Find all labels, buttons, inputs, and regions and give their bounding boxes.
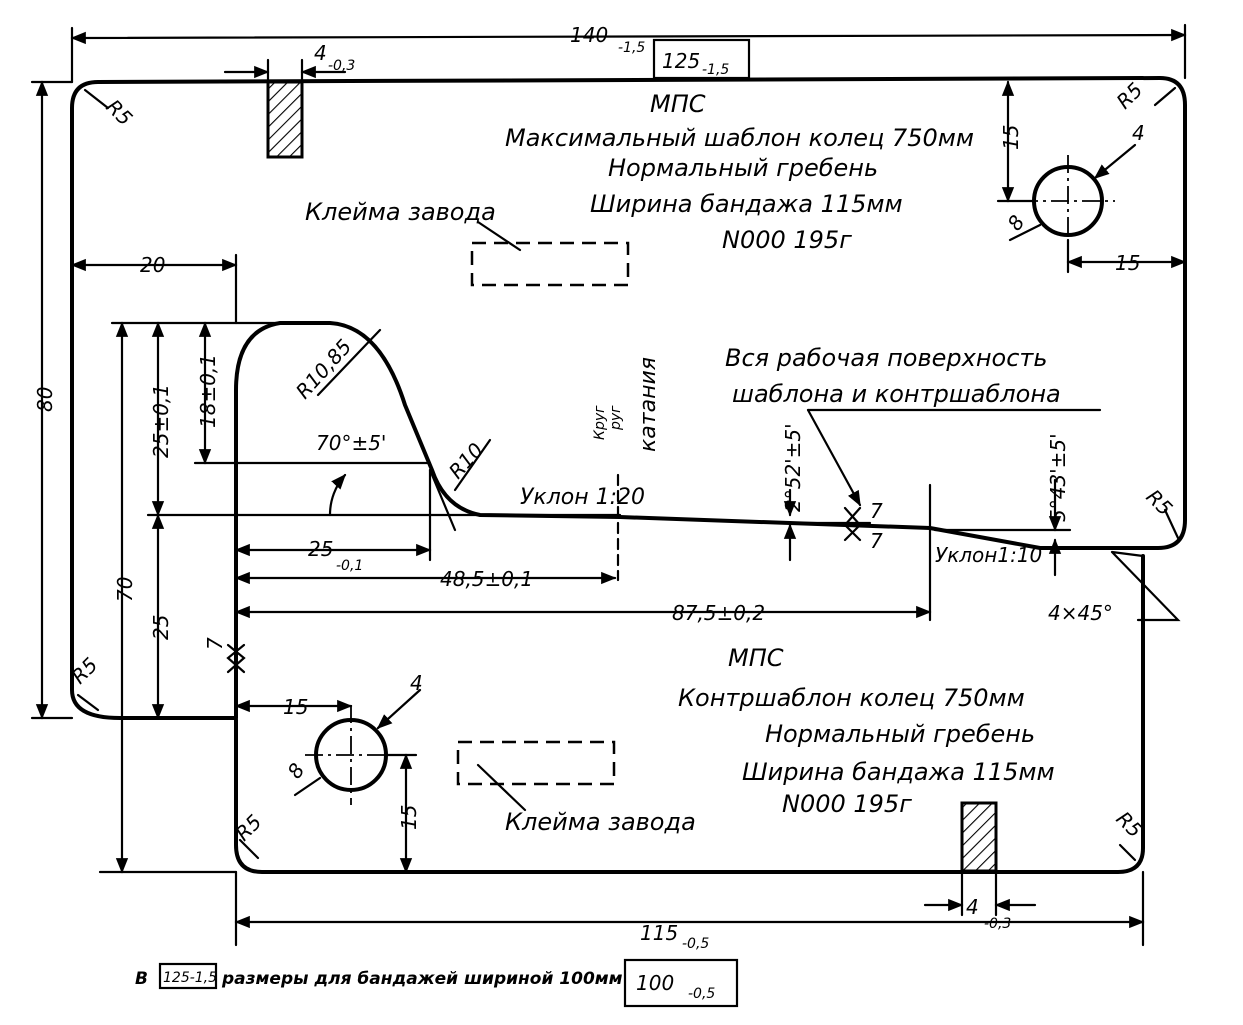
dim-flange-radius: R10,85 <box>291 334 356 403</box>
top-slot-section <box>266 80 304 159</box>
footnote-prefix: В <box>135 969 148 989</box>
dim-height-80: 80 <box>33 387 57 412</box>
lower-comb: Нормальный гребень <box>765 720 1035 748</box>
alt-bottom-width-box <box>623 958 739 1008</box>
lower-template-outline <box>234 554 1145 874</box>
radius-top-right: R5 <box>1112 78 1148 114</box>
dim-chamfer: 4×45° <box>1048 601 1113 625</box>
dim-upper-hole-chamfer: 4 <box>1132 121 1145 145</box>
dim-upper-hole-h: 15 <box>1115 251 1140 275</box>
dim-48: 48,5±0,1 <box>440 567 533 591</box>
upper-number: N000 195г <box>722 226 852 254</box>
upper-stamp-label: Клейма завода <box>305 198 496 226</box>
dim-height-70: 70 <box>113 577 137 602</box>
upper-stamp-box <box>470 241 630 287</box>
dim-87: 87,5±0,2 <box>672 601 765 625</box>
upper-band-width: Ширина бандажа 115мм <box>590 190 903 218</box>
bottom-slot-section <box>960 801 998 873</box>
roughness-upper-1: 7 <box>870 499 883 523</box>
radius-right-mid: R5 <box>1141 485 1177 521</box>
lower-number: N000 195г <box>782 790 912 818</box>
dim-slot-bottom: 4 <box>966 895 979 919</box>
upper-comb: Нормальный гребень <box>608 154 878 182</box>
lower-band-width: Ширина бандажа 115мм <box>742 758 1055 786</box>
dim-left-offset: 20 <box>140 253 165 277</box>
dim-bottom-width: 115 <box>640 921 678 945</box>
work-surface-note-line2: шаблона и контршаблона <box>732 380 1061 408</box>
work-surface-note-line1: Вся рабочая поверхность <box>725 344 1048 372</box>
dim-slot-top-tol: -0,3 <box>328 58 355 74</box>
alt-width-box <box>652 38 751 80</box>
dim-lower-hole-dia: 8 <box>282 759 309 783</box>
dim-overall-width-tol: -1,5 <box>618 40 645 56</box>
dim-lower-hole-chamfer: 4 <box>410 671 423 695</box>
rolling-circle-small-1: Круг <box>592 405 608 440</box>
dim-flange-height: 25±0,1 <box>149 384 173 458</box>
slope-1-10: Уклон1:10 <box>935 543 1042 567</box>
rolling-circle-label: катания <box>636 357 661 452</box>
lower-title: Контршаблон колец 750мм <box>678 684 1025 712</box>
dim-upper-hole-v: 15 <box>999 125 1023 150</box>
dim-alt-width-tol: -1,5 <box>702 62 729 78</box>
dim-overall-width: 140 <box>570 23 608 47</box>
dim-alt-width: 125 <box>662 49 700 73</box>
radius-top-left: R5 <box>101 95 137 131</box>
upper-org: МПС <box>650 90 706 118</box>
footnote-boxed: 125-1,5 <box>163 970 217 986</box>
chamfer-edge <box>1110 550 1181 622</box>
dim-angle-543: 5°43'±5' <box>1046 433 1070 522</box>
dim-slot-top: 4 <box>314 41 327 65</box>
lower-stamp-box <box>456 740 616 786</box>
dim-25: 25 <box>308 537 333 561</box>
dim-25-tol: -0,1 <box>336 558 363 574</box>
rolling-circle-small-2: руг <box>608 405 624 431</box>
roughness-lower: 7 <box>203 637 227 650</box>
roughness-upper-2: 7 <box>870 529 883 553</box>
dim-fillet-radius: R10 <box>444 438 488 483</box>
lower-stamp-label: Клейма завода <box>505 808 696 836</box>
dimension-lines <box>30 23 1187 947</box>
footnote-text: размеры для бандажей шириной 100мм <box>221 969 623 989</box>
lower-org: МПС <box>728 644 784 672</box>
dim-angle-252: 2°52'±5' <box>781 423 805 512</box>
upper-title: Максимальный шаблон колец 750мм <box>505 124 974 152</box>
footnote-box <box>158 962 218 990</box>
dim-angle-70: 70°±5' <box>316 431 386 455</box>
dim-flange-inner: 18±0,1 <box>196 354 220 428</box>
slope-1-20: Уклон 1:20 <box>520 485 645 510</box>
dim-alt-bottom-width-tol: -0,5 <box>688 986 715 1002</box>
dim-alt-bottom-width: 100 <box>636 971 674 995</box>
upper-template-outline <box>70 76 1187 720</box>
dim-slot-bottom-tol: -0,3 <box>984 916 1011 932</box>
dim-lower-hole-h: 15 <box>283 695 308 719</box>
dim-bottom-width-tol: -0,5 <box>682 936 709 952</box>
dim-lower-25: 25 <box>149 615 173 640</box>
dim-lower-hole-v: 15 <box>397 805 421 830</box>
